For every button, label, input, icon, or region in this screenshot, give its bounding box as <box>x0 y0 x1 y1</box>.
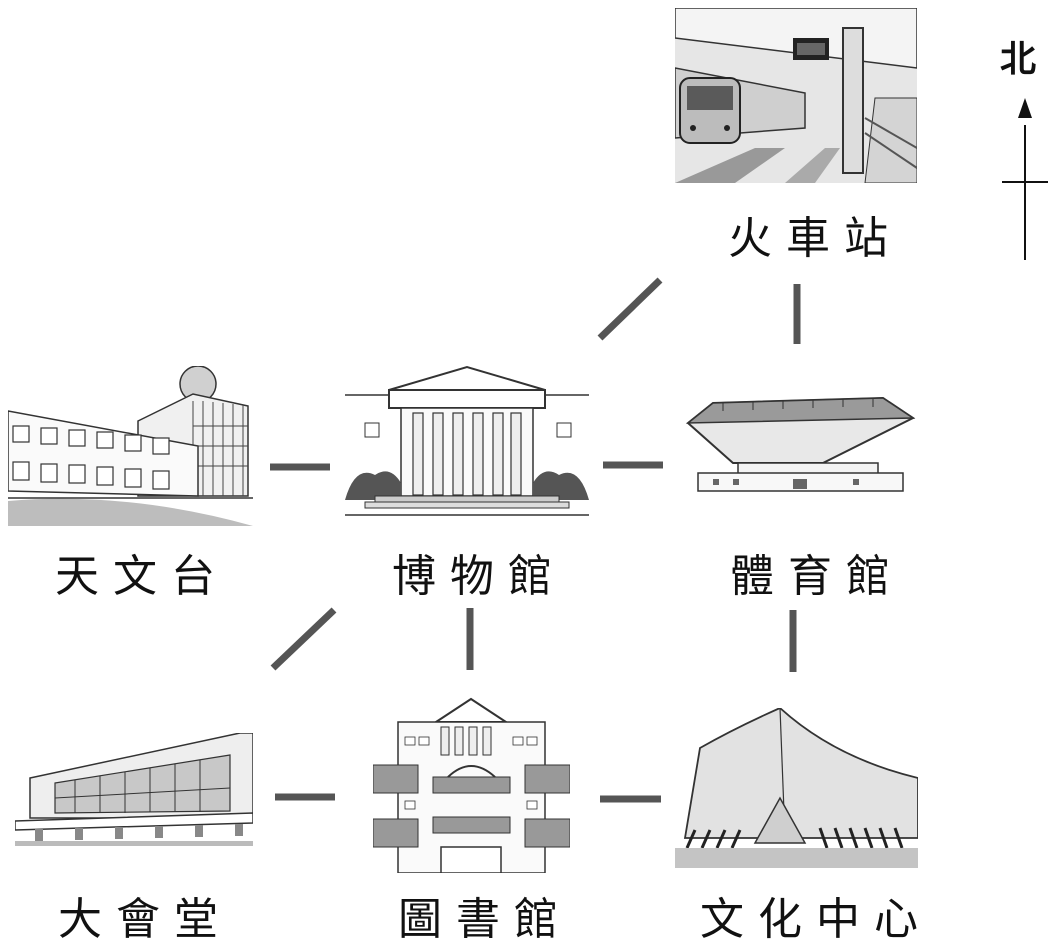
connector-museum-auditorium <box>270 607 337 671</box>
library-icon <box>373 697 570 873</box>
train-station-label: 火車站 <box>728 213 902 264</box>
stadium-icon <box>683 393 920 498</box>
library-label: 圖書館 <box>398 894 572 940</box>
museum-icon <box>345 365 589 517</box>
north-label: 北 <box>1000 39 1037 80</box>
train-station-icon <box>675 8 917 183</box>
stadium-label: 體育館 <box>730 551 904 602</box>
observatory-icon <box>8 366 253 526</box>
auditorium-icon <box>15 733 253 846</box>
connector-museum-train <box>597 277 663 341</box>
culture-center-label: 文化中心 <box>700 894 932 940</box>
observatory-label: 天文台 <box>55 551 229 602</box>
auditorium-label: 大會堂 <box>58 894 232 940</box>
culture-center-icon <box>675 708 918 868</box>
north-arrow-icon <box>1002 98 1048 260</box>
museum-label: 博物館 <box>392 551 566 602</box>
